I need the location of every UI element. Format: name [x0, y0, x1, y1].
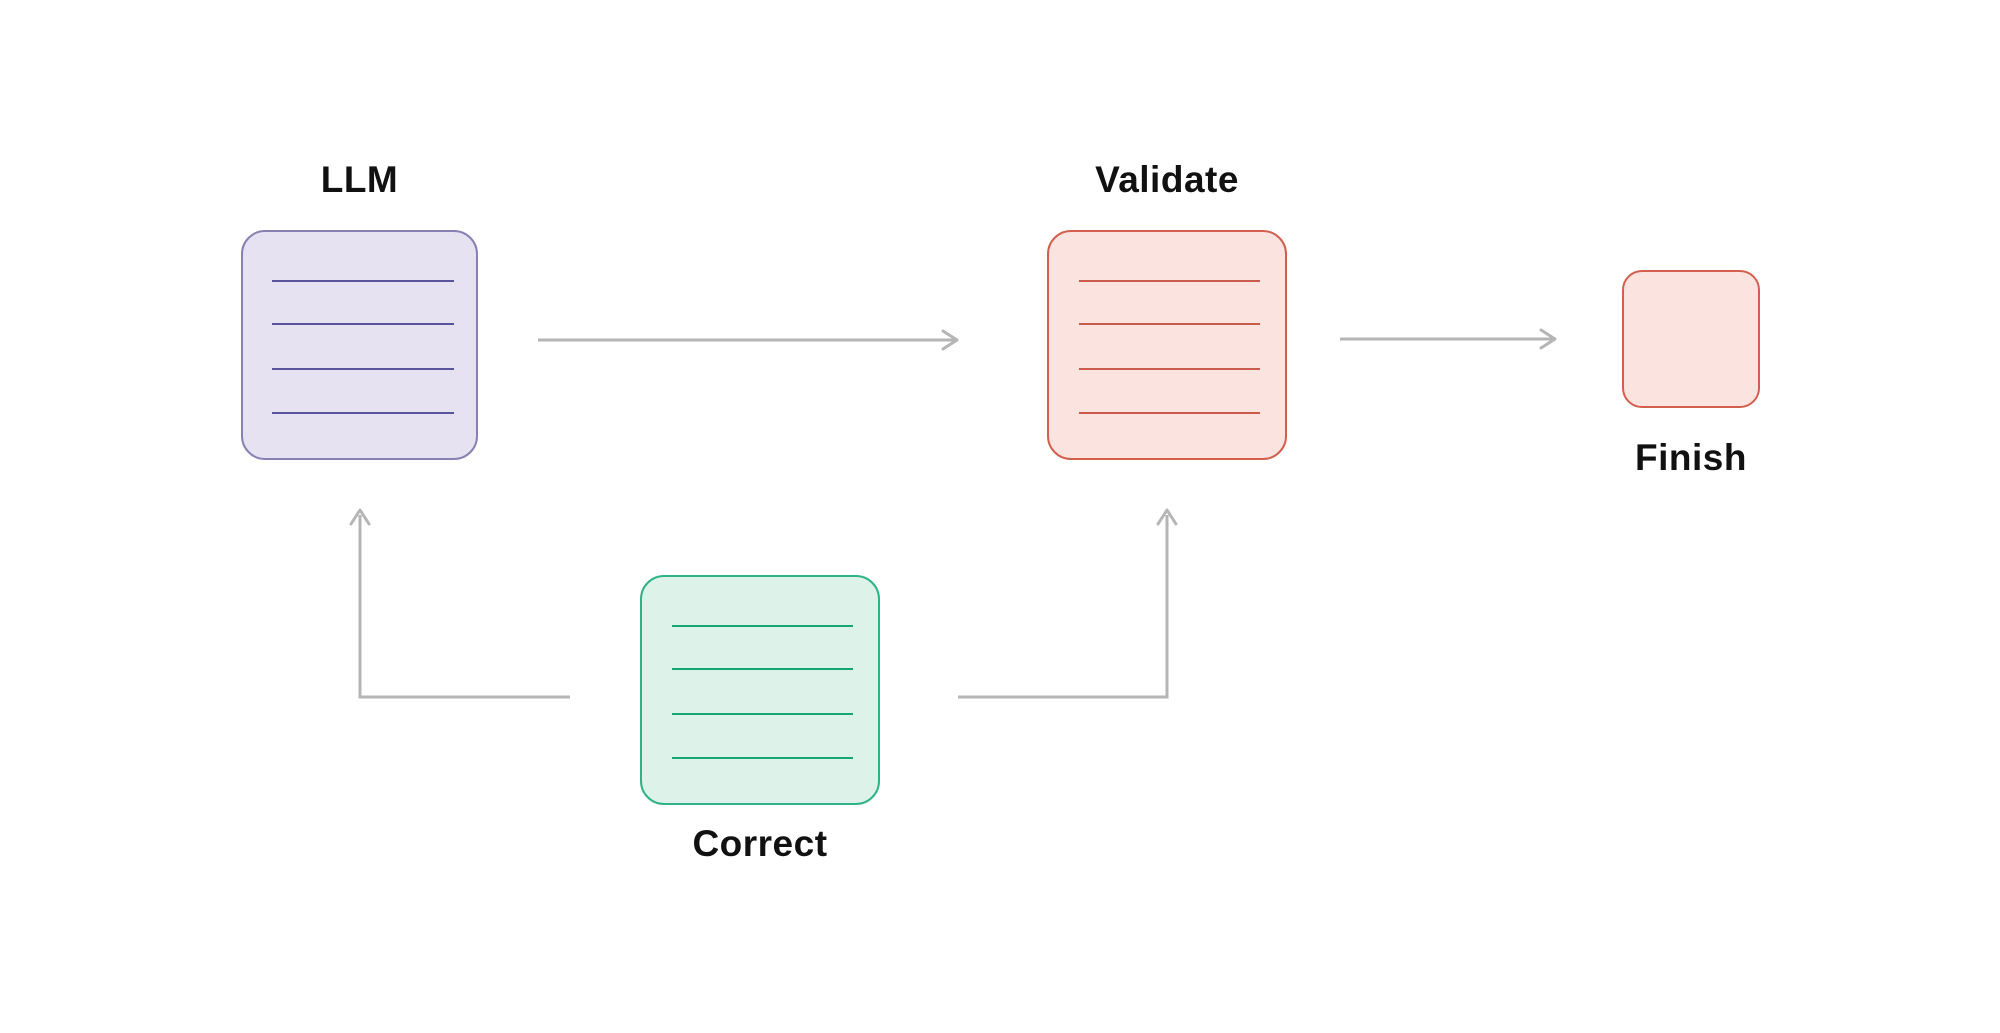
arrow-validate-to-finish [1340, 328, 1557, 350]
node-validate-card [1047, 230, 1287, 460]
arrowhead-up-icon [1156, 508, 1178, 526]
text-line [672, 668, 853, 670]
node-finish-card [1622, 270, 1760, 408]
arrowhead-right-icon [941, 329, 959, 351]
arrowhead-right-icon [1539, 328, 1557, 350]
node-validate-label: Validate [1095, 159, 1239, 200]
node-finish-label: Finish [1635, 437, 1747, 478]
text-line [672, 713, 853, 715]
text-line [272, 412, 454, 414]
node-correct-card [640, 575, 880, 805]
node-llm-label: LLM [320, 159, 399, 200]
text-line [1079, 323, 1260, 325]
node-llm-card [241, 230, 478, 460]
arrow-correct-to-validate [958, 508, 1178, 699]
text-line [672, 757, 853, 759]
arrowhead-up-icon [349, 508, 371, 526]
text-line [272, 368, 454, 370]
arrow-llm-to-validate [538, 329, 959, 351]
text-line [272, 280, 454, 282]
text-line [1079, 412, 1260, 414]
node-correct-label: Correct [692, 823, 828, 864]
text-line [1079, 280, 1260, 282]
text-line [672, 625, 853, 627]
arrow-correct-to-llm [349, 508, 570, 699]
text-line [1079, 368, 1260, 370]
text-line [272, 323, 454, 325]
